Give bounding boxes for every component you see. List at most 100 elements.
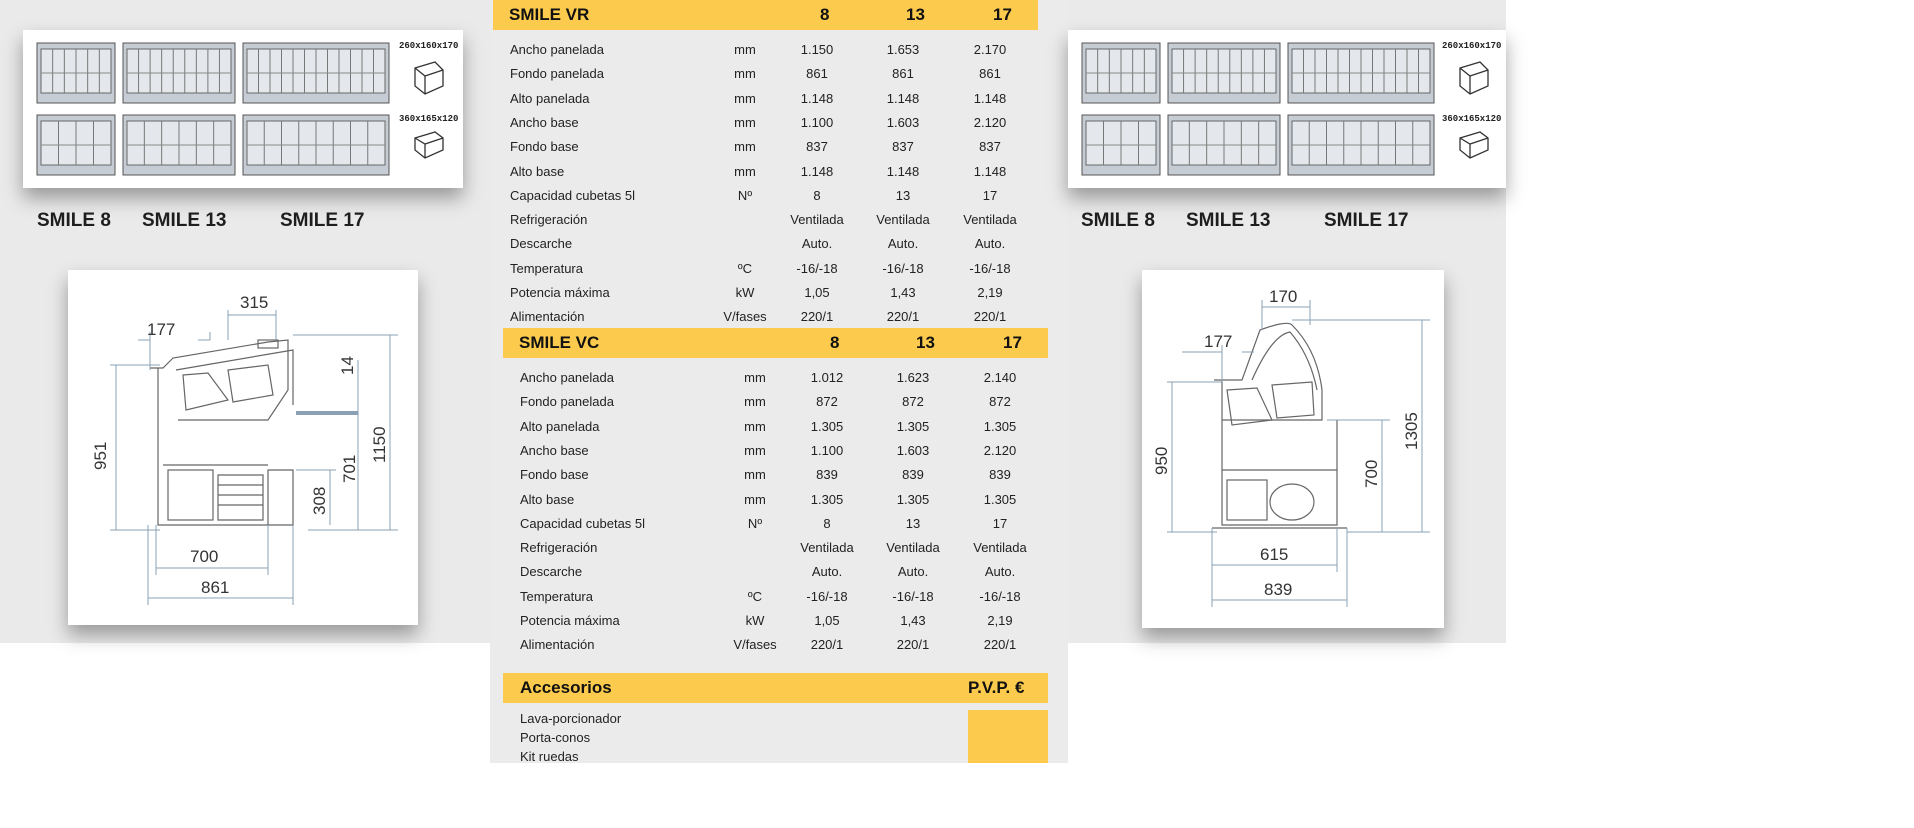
row-value: -16/-18 bbox=[969, 260, 1011, 276]
dim-label: 839 bbox=[1264, 580, 1292, 599]
col-header: 17 bbox=[1003, 333, 1022, 352]
dim-label: 170 bbox=[1269, 287, 1297, 306]
row-value: Ventilada bbox=[876, 212, 930, 228]
row-value: 1.305 bbox=[983, 491, 1017, 507]
tray-icon bbox=[414, 61, 444, 95]
row-value: 839 bbox=[902, 467, 924, 483]
section-drawing-vr: 177 315 14 951 701 1150 308 700 861 bbox=[91, 293, 398, 605]
row-unit: mm bbox=[734, 163, 756, 179]
table-vc-header: SMILE VC 8 13 17 bbox=[503, 328, 1048, 358]
row-value: 2,19 bbox=[987, 613, 1013, 628]
row-unit: kW bbox=[745, 613, 765, 628]
row-value: 13 bbox=[905, 515, 921, 531]
row-label: Ancho panelada bbox=[510, 42, 604, 57]
col-header: 13 bbox=[916, 333, 935, 352]
row-label: Fondo base bbox=[510, 139, 579, 155]
row-value: Auto. bbox=[974, 236, 1006, 252]
row-value: 17 bbox=[992, 515, 1008, 531]
showcase-unit bbox=[1287, 42, 1435, 104]
tray-icon bbox=[1459, 61, 1489, 95]
showcase-unit bbox=[1081, 114, 1161, 176]
dim-label: 700 bbox=[1362, 460, 1381, 488]
row-value: 1.012 bbox=[810, 370, 844, 385]
row-value: 8 bbox=[823, 515, 831, 531]
row-value: 872 bbox=[816, 394, 838, 410]
row-value: 872 bbox=[989, 394, 1011, 410]
row-value: 220/1 bbox=[810, 637, 844, 653]
showcase-unit bbox=[122, 114, 236, 176]
row-value: 1.148 bbox=[973, 90, 1007, 106]
row-label: Alimentación bbox=[520, 637, 595, 653]
col-header: 8 bbox=[830, 333, 840, 352]
row-value: -16/-18 bbox=[892, 588, 934, 604]
row-unit: mm bbox=[744, 442, 766, 458]
row-value: Auto. bbox=[984, 564, 1016, 580]
row-value: 1,05 bbox=[804, 285, 830, 300]
showcase-unit bbox=[36, 114, 116, 176]
row-unit: kW bbox=[735, 285, 755, 300]
table-vc-title: SMILE VC bbox=[519, 333, 600, 352]
table-vr-title: SMILE VR bbox=[509, 5, 590, 24]
accessories-title: Accesorios bbox=[520, 678, 612, 697]
price-header: P.V.P. € bbox=[968, 678, 1025, 697]
right-tray-layout-card: 260x160x170 360x165x120 bbox=[1068, 30, 1506, 188]
left-model-names: SMILE 8 SMILE 13 SMILE 17 bbox=[0, 210, 490, 234]
dim-label: 861 bbox=[201, 578, 229, 597]
row-value: Auto. bbox=[811, 564, 843, 580]
row-value: 861 bbox=[979, 66, 1001, 82]
row-label: Ancho base bbox=[520, 442, 589, 458]
row-value: 1,43 bbox=[890, 285, 916, 300]
row-value: Auto. bbox=[897, 564, 929, 580]
tray-size-label: 260x160x170 bbox=[399, 41, 459, 51]
row-value: 2.140 bbox=[983, 370, 1017, 385]
tray-icon bbox=[414, 131, 444, 159]
row-value: 1.603 bbox=[896, 442, 930, 458]
col-header: 13 bbox=[906, 5, 925, 24]
row-value: 1.148 bbox=[800, 90, 834, 106]
row-value: Auto. bbox=[801, 236, 833, 252]
row-unit: ºC bbox=[747, 588, 763, 604]
row-value: 1.148 bbox=[800, 163, 834, 179]
row-value: 1.148 bbox=[973, 163, 1007, 179]
row-value: 872 bbox=[902, 394, 924, 410]
row-value: 1.653 bbox=[886, 42, 920, 57]
row-value: Ventilada bbox=[790, 212, 844, 228]
dim-label: 1305 bbox=[1402, 412, 1421, 450]
row-label: Alto base bbox=[520, 491, 575, 507]
row-value: -16/-18 bbox=[979, 588, 1021, 604]
dim-label: 14 bbox=[338, 356, 357, 375]
showcase-unit bbox=[242, 42, 390, 104]
row-value: 1.148 bbox=[886, 163, 920, 179]
left-section-card: 177 315 14 951 701 1150 308 700 861 bbox=[68, 270, 418, 625]
row-value: 1.100 bbox=[800, 114, 834, 130]
row-unit: mm bbox=[744, 370, 766, 385]
accessory-label: Porta-conos bbox=[520, 730, 591, 745]
section-drawing-vc: 170 177 950 700 1305 615 839 bbox=[1152, 287, 1430, 607]
row-value: 861 bbox=[806, 66, 828, 82]
row-value: 220/1 bbox=[800, 309, 834, 325]
dim-label: 700 bbox=[190, 547, 218, 566]
row-unit: mm bbox=[734, 66, 756, 82]
row-value: 220/1 bbox=[896, 637, 930, 653]
row-value: 220/1 bbox=[983, 637, 1017, 653]
row-label: Fondo panelada bbox=[520, 394, 614, 410]
accessory-label: Lava-porcionador bbox=[520, 711, 622, 726]
row-value: 1,43 bbox=[900, 613, 926, 628]
right-model-names: SMILE 8 SMILE 13 SMILE 17 bbox=[1068, 210, 1506, 234]
